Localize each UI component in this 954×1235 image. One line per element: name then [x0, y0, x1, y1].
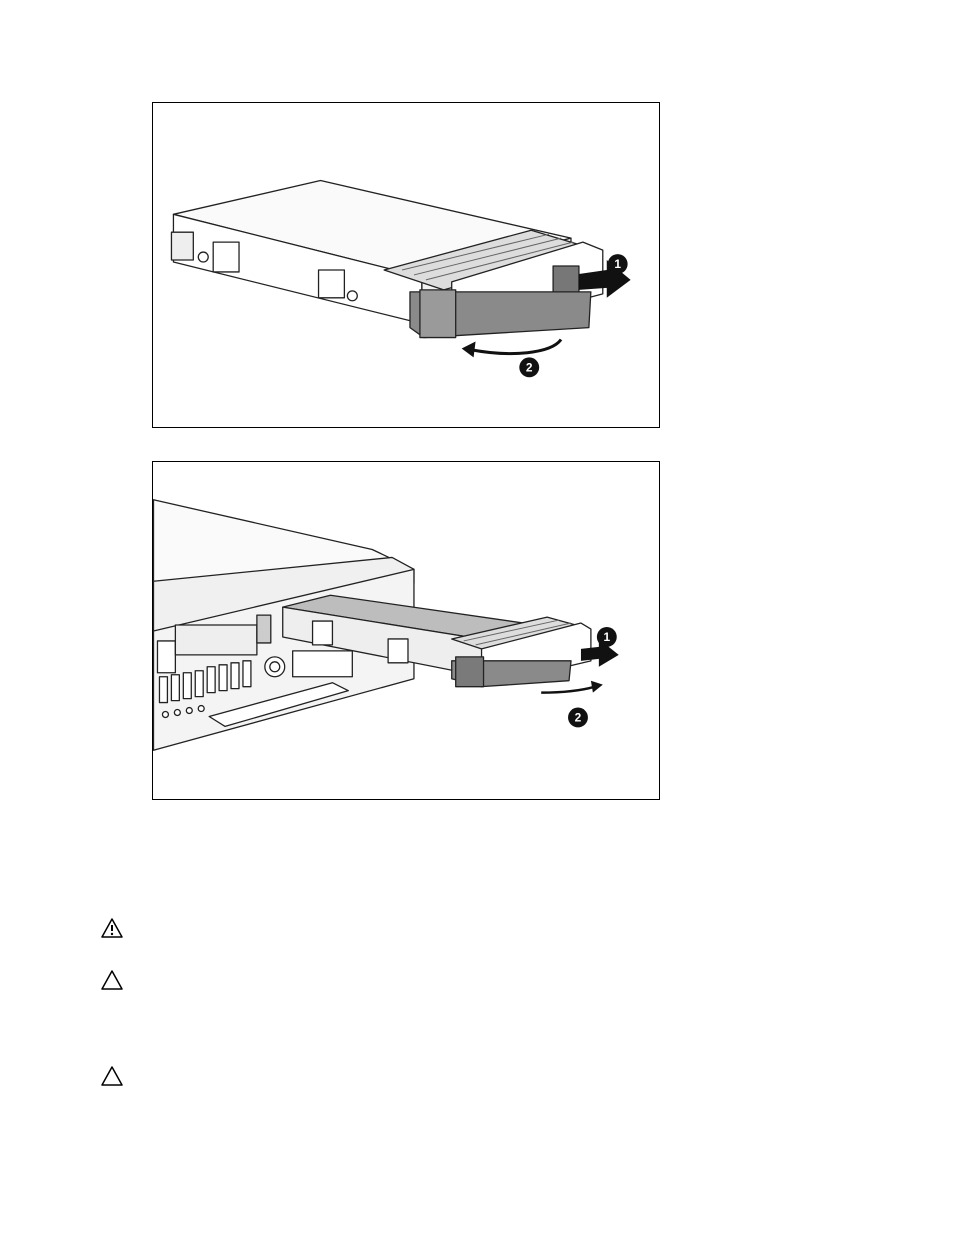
- caution-icon: [100, 969, 124, 991]
- callout-2: 2: [568, 708, 588, 728]
- warning-icon: [100, 917, 124, 939]
- callout-1-label: 1: [603, 630, 610, 644]
- callout-1: 1: [597, 627, 617, 647]
- callout-1: 1: [608, 254, 628, 274]
- callout-1-label: 1: [614, 257, 621, 271]
- callout-2-label: 2: [526, 360, 533, 374]
- figure-drive-insertion: 1 2: [152, 102, 660, 428]
- callout-2-label: 2: [575, 710, 582, 724]
- caution-icon: [100, 1065, 124, 1087]
- figure-drive-in-server: 1 2: [152, 461, 660, 800]
- callout-2: 2: [519, 357, 539, 377]
- server-illustration: 1 2: [153, 462, 659, 799]
- drive-illustration: 1 2: [153, 103, 659, 427]
